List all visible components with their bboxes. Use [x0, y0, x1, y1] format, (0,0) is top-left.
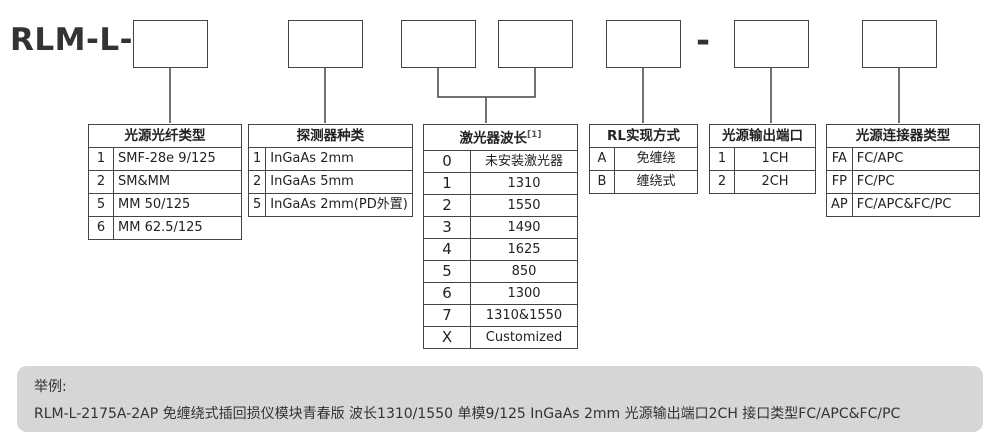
option-value: 未安装激光器	[470, 149, 578, 173]
option-code: 1	[88, 147, 114, 171]
option-value: InGaAs 2mm(PD外置)	[265, 193, 413, 217]
option-value: 1300	[470, 281, 578, 305]
option-code: FP	[826, 170, 853, 194]
option-code: 3	[423, 215, 471, 239]
option-value: 免缠绕	[614, 147, 698, 171]
option-value: FC/APC	[851, 147, 981, 171]
option-value: 1550	[470, 193, 578, 217]
option-value: InGaAs 5mm	[265, 170, 413, 194]
option-code: 2	[247, 170, 267, 194]
slot-rl-method	[606, 20, 681, 68]
model-prefix: RLM-L-	[10, 22, 133, 58]
option-code: 2	[709, 170, 735, 194]
option-code: A	[589, 147, 615, 171]
option-code: 2	[88, 170, 114, 194]
option-code: 6	[88, 216, 114, 240]
option-value: FC/APC&FC/PC	[851, 193, 981, 217]
option-value: FC/PC	[851, 170, 981, 194]
option-value: 1310	[470, 171, 578, 195]
option-code: FA	[826, 147, 853, 171]
connector-type-header: 光源连接器类型	[826, 124, 980, 148]
option-code: 5	[423, 259, 471, 283]
option-code: 0	[423, 149, 471, 173]
option-value: SMF-28e 9/125	[113, 147, 242, 171]
option-code: B	[589, 170, 615, 194]
option-value: InGaAs 2mm	[265, 147, 413, 171]
option-code: 2	[423, 193, 471, 217]
option-value: 2CH	[734, 170, 816, 194]
laser-wavelength-header: 激光器波长[1]	[423, 124, 578, 151]
output-port-header: 光源输出端口	[709, 124, 816, 148]
option-value: Customized	[470, 325, 578, 349]
option-code: 5	[247, 193, 267, 217]
option-code: 4	[423, 237, 471, 261]
slot-connector-type	[862, 20, 937, 68]
option-code: 1	[423, 171, 471, 195]
option-code: 6	[423, 281, 471, 305]
option-value: 850	[470, 259, 578, 283]
option-code: 1	[709, 147, 735, 171]
option-code: X	[423, 325, 471, 349]
footnote-marker: [1]	[527, 130, 542, 140]
option-value: MM 62.5/125	[113, 216, 242, 240]
model-separator: -	[696, 21, 711, 61]
example-title: 举例:	[34, 379, 67, 395]
option-value: 1625	[470, 237, 578, 261]
option-value: 1490	[470, 215, 578, 239]
example-box: 举例: RLM-L-2175A-2AP 免缠绕式插回损仪模块青春版 波长1310…	[17, 366, 983, 432]
example-text: RLM-L-2175A-2AP 免缠绕式插回损仪模块青春版 波长1310/155…	[34, 406, 901, 422]
option-code: 5	[88, 193, 114, 217]
option-code: 1	[247, 147, 267, 171]
option-code: 7	[423, 303, 471, 327]
detector-type-header: 探测器种类	[248, 124, 413, 148]
option-value: 缠绕式	[614, 170, 698, 194]
option-value: 1310&1550	[470, 303, 578, 327]
slot-wavelength-1	[401, 20, 476, 68]
rl-method-header: RL实现方式	[589, 124, 698, 148]
option-code: AP	[826, 193, 853, 217]
fiber-type-header: 光源光纤类型	[88, 124, 242, 148]
option-value: SM&MM	[113, 170, 242, 194]
option-value: MM 50/125	[113, 193, 242, 217]
laser-wavelength-title: 激光器波长	[459, 130, 528, 147]
option-value: 1CH	[734, 147, 816, 171]
